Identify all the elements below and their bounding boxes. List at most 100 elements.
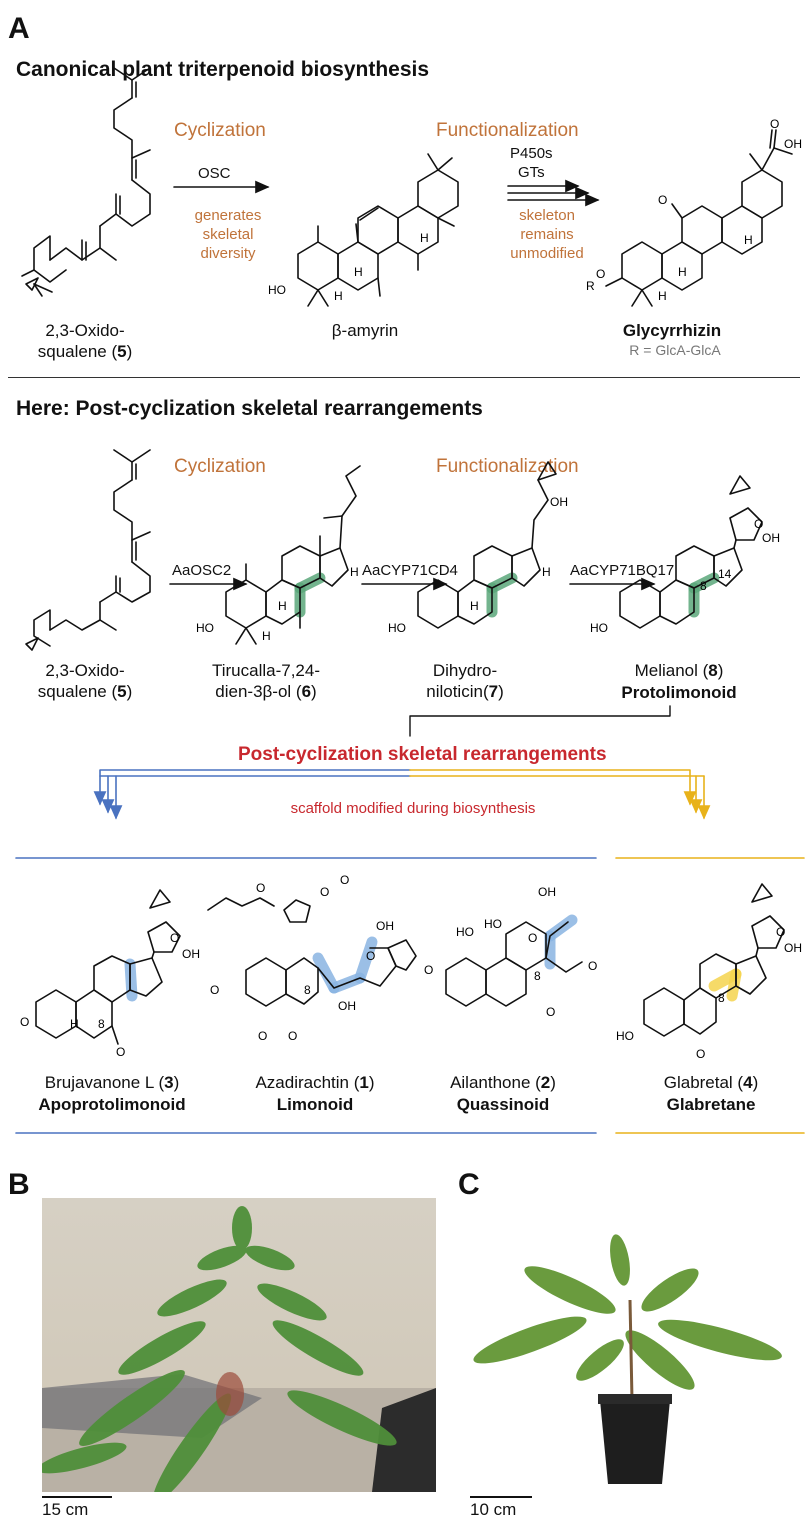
structure-ailanthone: O HO HO OH O 8 O O [424,885,597,1019]
label-cyclization-2: Cyclization [174,456,266,477]
class-limonoid: Limonoid [276,1095,354,1114]
svg-text:OH: OH [784,137,802,151]
compound-dihydroniloticin: Dihydro- niloticin(7) [426,661,504,701]
svg-text:H: H [354,265,363,279]
enzyme-aacyp71cd4: AaCYP71CD4 [362,562,458,579]
svg-text:OH: OH [338,999,356,1013]
svg-text:O: O [528,931,537,945]
svg-text:8: 8 [534,969,541,983]
svg-text:HO: HO [456,925,474,939]
label-functionalization-1: Functionalization [436,120,579,141]
svg-text:O: O [366,949,375,963]
svg-text:O: O [210,983,219,997]
svg-text:O: O [320,885,329,899]
label-r: R [586,279,595,293]
note-diversity: generates skeletal diversity [194,207,262,262]
compound-beta-amyrin: β-amyrin [331,321,399,340]
compound-tirucalladienol: Tirucalla-7,24- dien-3β-ol (6) [211,661,321,701]
enzyme-p450s: P450s [510,145,553,162]
svg-text:O: O [288,1029,297,1043]
svg-text:OH: OH [784,941,802,955]
svg-text:O: O [754,517,763,531]
section-divider [8,377,800,378]
structure-oxidosqualene-a [21,67,151,297]
svg-text:H: H [744,233,753,247]
svg-text:H: H [262,629,271,643]
svg-text:H: H [658,289,667,303]
svg-text:8: 8 [98,1017,105,1031]
svg-text:H: H [542,565,551,579]
svg-text:O: O [546,1005,555,1019]
svg-text:O: O [258,1029,267,1043]
svg-text:H: H [278,599,287,613]
svg-text:HO: HO [616,1029,634,1043]
label-ho: HO [268,283,286,297]
photo-ailanthus-altissima-outdoor [42,1198,436,1492]
svg-text:O: O [116,1045,125,1059]
compound-oxidosqualene-b: 2,3-Oxido- squalene (5) [37,661,133,701]
structure-melianol: OH O 8 14 HO [590,475,780,635]
class-glabretane: Glabretane [666,1095,756,1114]
photo-ailanthus-potted-seedling [473,1234,782,1484]
svg-text:H: H [470,599,479,613]
compound-azadirachtin: Azadirachtin (1) [255,1073,375,1092]
svg-text:OH: OH [550,495,568,509]
svg-text:8: 8 [718,991,725,1005]
panel-label-a: A [8,12,30,45]
label-cyclization-1: Cyclization [174,120,266,141]
compound-melianol: Melianol (8) [634,661,724,680]
compound-glycyrrhizin: Glycyrrhizin [622,321,722,340]
svg-text:8: 8 [304,983,311,997]
svg-text:OH: OH [538,885,556,899]
svg-text:O: O [20,1015,29,1029]
svg-text:14: 14 [718,567,732,581]
svg-text:HO: HO [590,621,608,635]
svg-text:O: O [170,931,179,945]
glycyrrhizin-substituent: R = GlcA-GlcA [629,342,721,358]
section-title-here: Here: Post-cyclization skeletal rearrang… [16,397,483,420]
svg-text:H: H [420,231,429,245]
compound-glabretal: Glabretal (4) [663,1073,759,1092]
svg-text:HO: HO [196,621,214,635]
structure-tirucalladienol: HO H H H [196,465,361,645]
rearrangement-title: Post-cyclization skeletal rearrangements [238,744,607,765]
enzyme-aacyp71bq17: AaCYP71BQ17 [570,562,675,579]
svg-text:OH: OH [762,531,780,545]
panel-label-b: B [8,1168,30,1201]
class-protolimonoid: Protolimonoid [621,683,737,702]
structure-dihydroniloticin: OH H H HO [388,461,568,635]
svg-text:O: O [776,925,785,939]
svg-text:O: O [658,193,667,207]
svg-text:O: O [340,873,349,887]
svg-text:O: O [256,881,265,895]
svg-text:8: 8 [700,579,707,593]
svg-text:OH: OH [182,947,200,961]
note-unmodified: skeleton remains unmodified [510,207,584,262]
structure-glabretal: OH O 8 HO O [616,883,802,1061]
svg-text:HO: HO [388,621,406,635]
rearrangement-note: scaffold modified during biosynthesis [290,800,536,817]
structure-glycyrrhizin: O R O OH O H H H [586,117,802,307]
scale-bar-c: 10 cm [470,1496,532,1520]
structure-beta-amyrin: HO H H H [268,153,459,307]
enzyme-aaosc2: AaOSC2 [172,562,232,579]
svg-text:O: O [770,117,779,131]
structure-azadirachtin: O O O OH O OH O 8 O O [207,873,417,1043]
structure-oxidosqualene-b [25,449,151,651]
svg-text:H: H [70,1017,79,1031]
class-apoprotolimonoid: Apoprotolimonoid [38,1095,186,1114]
svg-text:OH: OH [376,919,394,933]
compound-oxidosqualene-a: 2,3-Oxido- squalene (5) [37,321,133,361]
svg-text:O: O [588,959,597,973]
scale-bar-b: 15 cm [42,1496,112,1520]
svg-text:H: H [678,265,687,279]
class-quassinoid: Quassinoid [456,1095,550,1114]
structure-brujavanone: OH O 8 O O H [20,889,200,1059]
panel-label-c: C [458,1168,480,1201]
svg-text:H: H [350,565,359,579]
svg-text:O: O [696,1047,705,1061]
section-title-canonical: Canonical plant triterpenoid biosynthesi… [16,58,430,81]
enzyme-osc: OSC [198,165,231,182]
